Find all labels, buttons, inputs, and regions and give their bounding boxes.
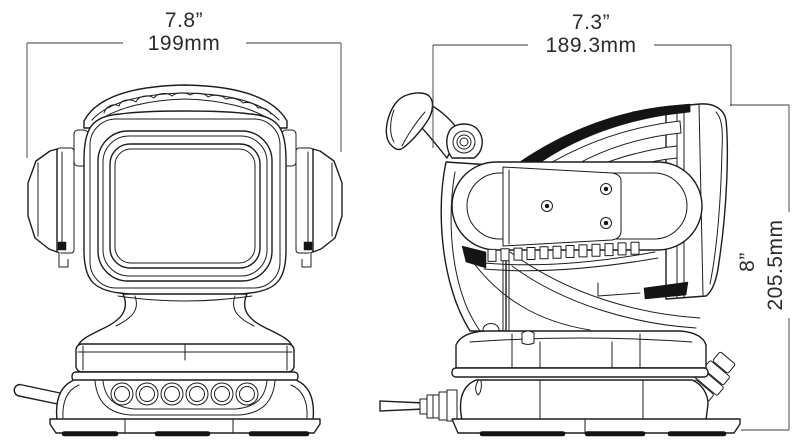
pivot-bolt (452, 130, 476, 154)
side-width-mm-label: 189.3mm (545, 34, 636, 57)
mount-plate-side (502, 166, 622, 247)
height-dimension-side: 8” 205.5mm (730, 104, 790, 431)
side-height-mm-label: 205.5mm (764, 219, 787, 310)
base-plate-front (49, 418, 321, 434)
pedestal-neck-front (77, 293, 293, 347)
side-knob-left (27, 147, 75, 268)
front-width-inches-label: 7.8” (165, 9, 203, 32)
power-cable-front (13, 383, 61, 406)
width-dimension-side: 7.3” 189.3mm (432, 11, 732, 148)
pedestal-base-side (451, 330, 741, 437)
side-view-drawing (379, 92, 741, 437)
front-width-mm-label: 199mm (148, 32, 221, 55)
tilt-lever-side (385, 92, 483, 159)
lens (109, 143, 261, 269)
side-height-inches-label: 8” (736, 252, 759, 272)
base-plate-side (451, 418, 741, 434)
power-cable-side (379, 389, 458, 422)
width-dimension-front: 7.8” 199mm (26, 9, 342, 158)
screw (541, 200, 553, 212)
front-view-drawing (13, 84, 343, 437)
screw (600, 183, 612, 195)
base-lock-buttons (110, 382, 259, 406)
side-width-inches-label: 7.3” (572, 11, 610, 34)
pedestal-drum-front (71, 343, 299, 382)
suction-base-front (49, 379, 321, 437)
screw (600, 217, 612, 229)
heatsink-ribs-side (483, 241, 659, 272)
side-knob-right (295, 147, 343, 268)
